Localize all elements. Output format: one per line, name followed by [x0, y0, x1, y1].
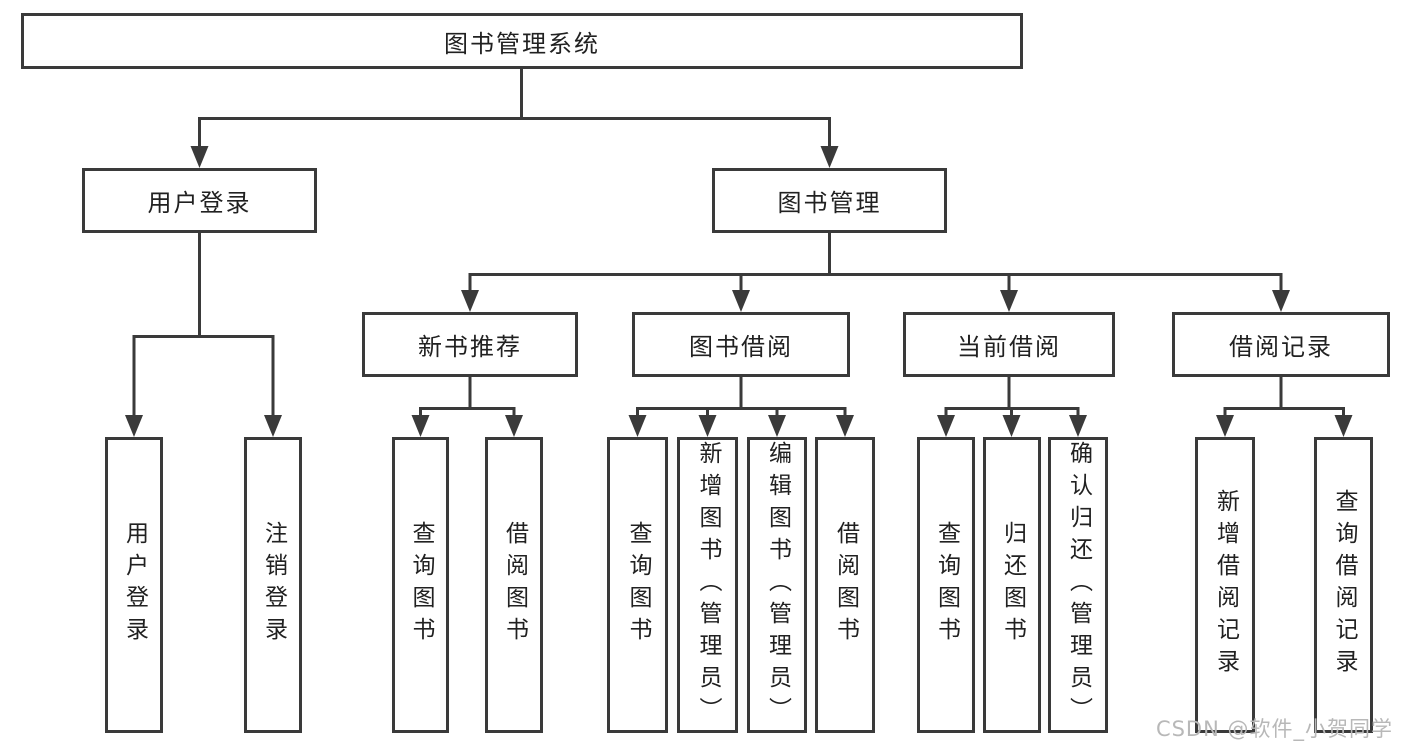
leaf-add-book-admin-label: 新增图书（管理员） — [695, 441, 721, 729]
leaf-user-login: 用户登录 — [105, 437, 163, 733]
leaf-confirm-return-admin-label: 确认归还（管理员） — [1065, 441, 1092, 729]
node-current-borrowing: 当前借阅 — [903, 312, 1115, 377]
arrowheads — [125, 146, 1353, 437]
leaf-user-login-label: 用户登录 — [121, 521, 148, 649]
leaf-return-books: 归还图书 — [983, 437, 1041, 733]
leaf-query-books-current: 查询图书 — [917, 437, 975, 733]
leaf-add-borrow-record-label: 新增借阅记录 — [1212, 489, 1239, 681]
leaf-query-books-borrowing: 查询图书 — [607, 437, 668, 733]
connector-user-login-split — [132, 233, 275, 419]
leaf-query-books-current-label: 查询图书 — [933, 521, 960, 649]
leaf-logout-label: 注销登录 — [260, 521, 287, 649]
leaf-borrow-books-recommendation: 借阅图书 — [485, 437, 543, 733]
node-borrowing-records: 借阅记录 — [1172, 312, 1390, 377]
leaf-add-borrow-record: 新增借阅记录 — [1195, 437, 1255, 733]
connector-root-split — [198, 69, 831, 150]
connector-records-split — [1223, 377, 1345, 421]
leaf-borrow-books-label: 借阅图书 — [832, 521, 859, 649]
connector-borrowing-split — [636, 377, 847, 421]
connector-book-management-split — [468, 233, 1283, 294]
watermark-csdn: CSDN @软件_小贺同学 — [1155, 717, 1393, 741]
leaf-borrow-books-recommendation-label: 借阅图书 — [501, 521, 528, 649]
leaf-logout: 注销登录 — [244, 437, 302, 733]
leaf-query-books-recommendation: 查询图书 — [392, 437, 449, 733]
leaf-confirm-return-admin: 确认归还（管理员） — [1048, 437, 1108, 733]
node-book-borrowing: 图书借阅 — [632, 312, 850, 377]
leaf-query-books-recommendation-label: 查询图书 — [408, 521, 434, 649]
leaf-return-books-label: 归还图书 — [999, 521, 1026, 649]
leaf-query-books-borrowing-label: 查询图书 — [625, 521, 651, 649]
leaf-query-borrow-record: 查询借阅记录 — [1314, 437, 1373, 733]
leaf-edit-book-admin: 编辑图书（管理员） — [747, 437, 807, 733]
node-book-management: 图书管理 — [712, 168, 947, 233]
connector-current-split — [944, 377, 1080, 421]
leaf-add-book-admin: 新增图书（管理员） — [677, 437, 738, 733]
node-new-book-recommendation: 新书推荐 — [362, 312, 578, 377]
leaf-edit-book-admin-label: 编辑图书（管理员） — [764, 441, 791, 729]
leaf-query-borrow-record-label: 查询借阅记录 — [1331, 489, 1357, 681]
node-user-login: 用户登录 — [82, 168, 317, 233]
leaf-borrow-books: 借阅图书 — [815, 437, 875, 733]
connector-recommendation-split — [419, 377, 516, 421]
node-library-management-system: 图书管理系统 — [21, 13, 1023, 69]
